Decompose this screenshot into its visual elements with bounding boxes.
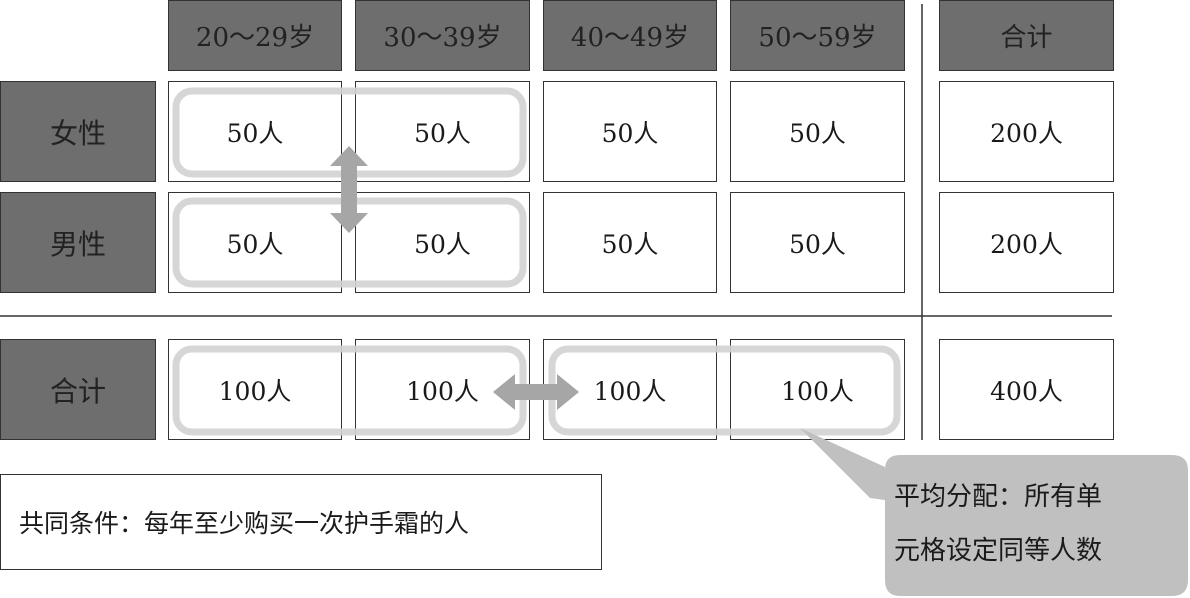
callout-line-2: 元格设定同等人数 bbox=[894, 536, 1103, 566]
row-header-male: 男性 bbox=[0, 192, 156, 293]
column-header-30-39: 30～39岁 bbox=[355, 0, 530, 71]
cell-total-20-29: 100人 bbox=[168, 339, 342, 440]
cell-male-30-39: 50人 bbox=[355, 192, 530, 293]
cell-female-40-49: 50人 bbox=[543, 81, 717, 182]
callout-line-1: 平均分配：所有单 bbox=[894, 482, 1103, 512]
cell-male-total: 200人 bbox=[939, 192, 1114, 293]
common-condition-text: 共同条件：每年至少购买一次护手霜的人 bbox=[19, 509, 470, 538]
cell-female-50-59: 50人 bbox=[730, 81, 905, 182]
cell-female-20-29: 50人 bbox=[168, 81, 342, 182]
callout-text: 平均分配：所有单 元格设定同等人数 bbox=[894, 470, 1176, 578]
cell-male-50-59: 50人 bbox=[730, 192, 905, 293]
column-header-total: 合计 bbox=[939, 0, 1114, 71]
column-header-20-29: 20～29岁 bbox=[168, 0, 342, 71]
cell-male-40-49: 50人 bbox=[543, 192, 717, 293]
cell-total-40-49: 100人 bbox=[543, 339, 717, 440]
cell-male-20-29: 50人 bbox=[168, 192, 342, 293]
cell-grand-total: 400人 bbox=[939, 339, 1114, 440]
row-header-female: 女性 bbox=[0, 81, 156, 182]
column-header-50-59: 50～59岁 bbox=[730, 0, 905, 71]
row-header-total: 合计 bbox=[0, 339, 156, 440]
cell-female-total: 200人 bbox=[939, 81, 1114, 182]
cell-female-30-39: 50人 bbox=[355, 81, 530, 182]
cell-total-50-59: 100人 bbox=[730, 339, 905, 440]
column-header-40-49: 40～49岁 bbox=[543, 0, 717, 71]
common-condition-box: 共同条件：每年至少购买一次护手霜的人 bbox=[0, 474, 602, 570]
cell-total-30-39: 100人 bbox=[355, 339, 530, 440]
